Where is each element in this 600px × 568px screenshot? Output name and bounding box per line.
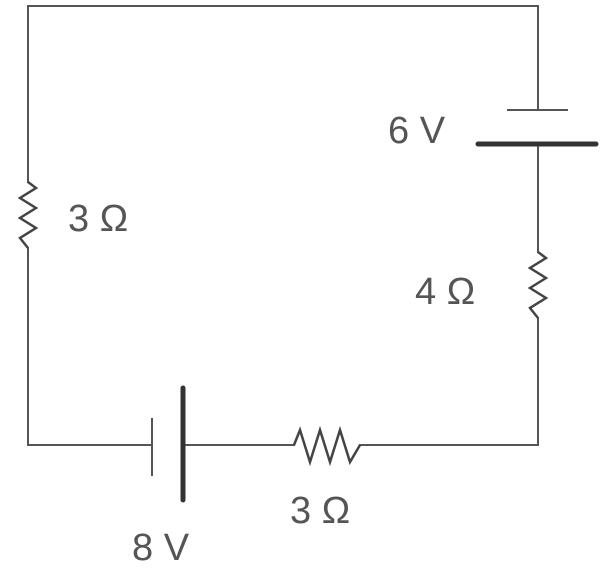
label-resistor-right: 4 Ω bbox=[415, 271, 475, 313]
battery-right bbox=[475, 109, 599, 147]
resistor-bottom bbox=[292, 425, 362, 467]
resistor-left bbox=[17, 181, 39, 249]
battery-bottom bbox=[151, 385, 186, 503]
label-resistor-bottom: 3 Ω bbox=[290, 490, 350, 532]
label-battery-bottom: 8 V bbox=[132, 527, 190, 568]
wires bbox=[27, 5, 539, 446]
label-resistor-left: 3 Ω bbox=[68, 198, 128, 240]
resistor-right bbox=[527, 251, 549, 319]
label-battery-right: 6 V bbox=[388, 110, 446, 152]
